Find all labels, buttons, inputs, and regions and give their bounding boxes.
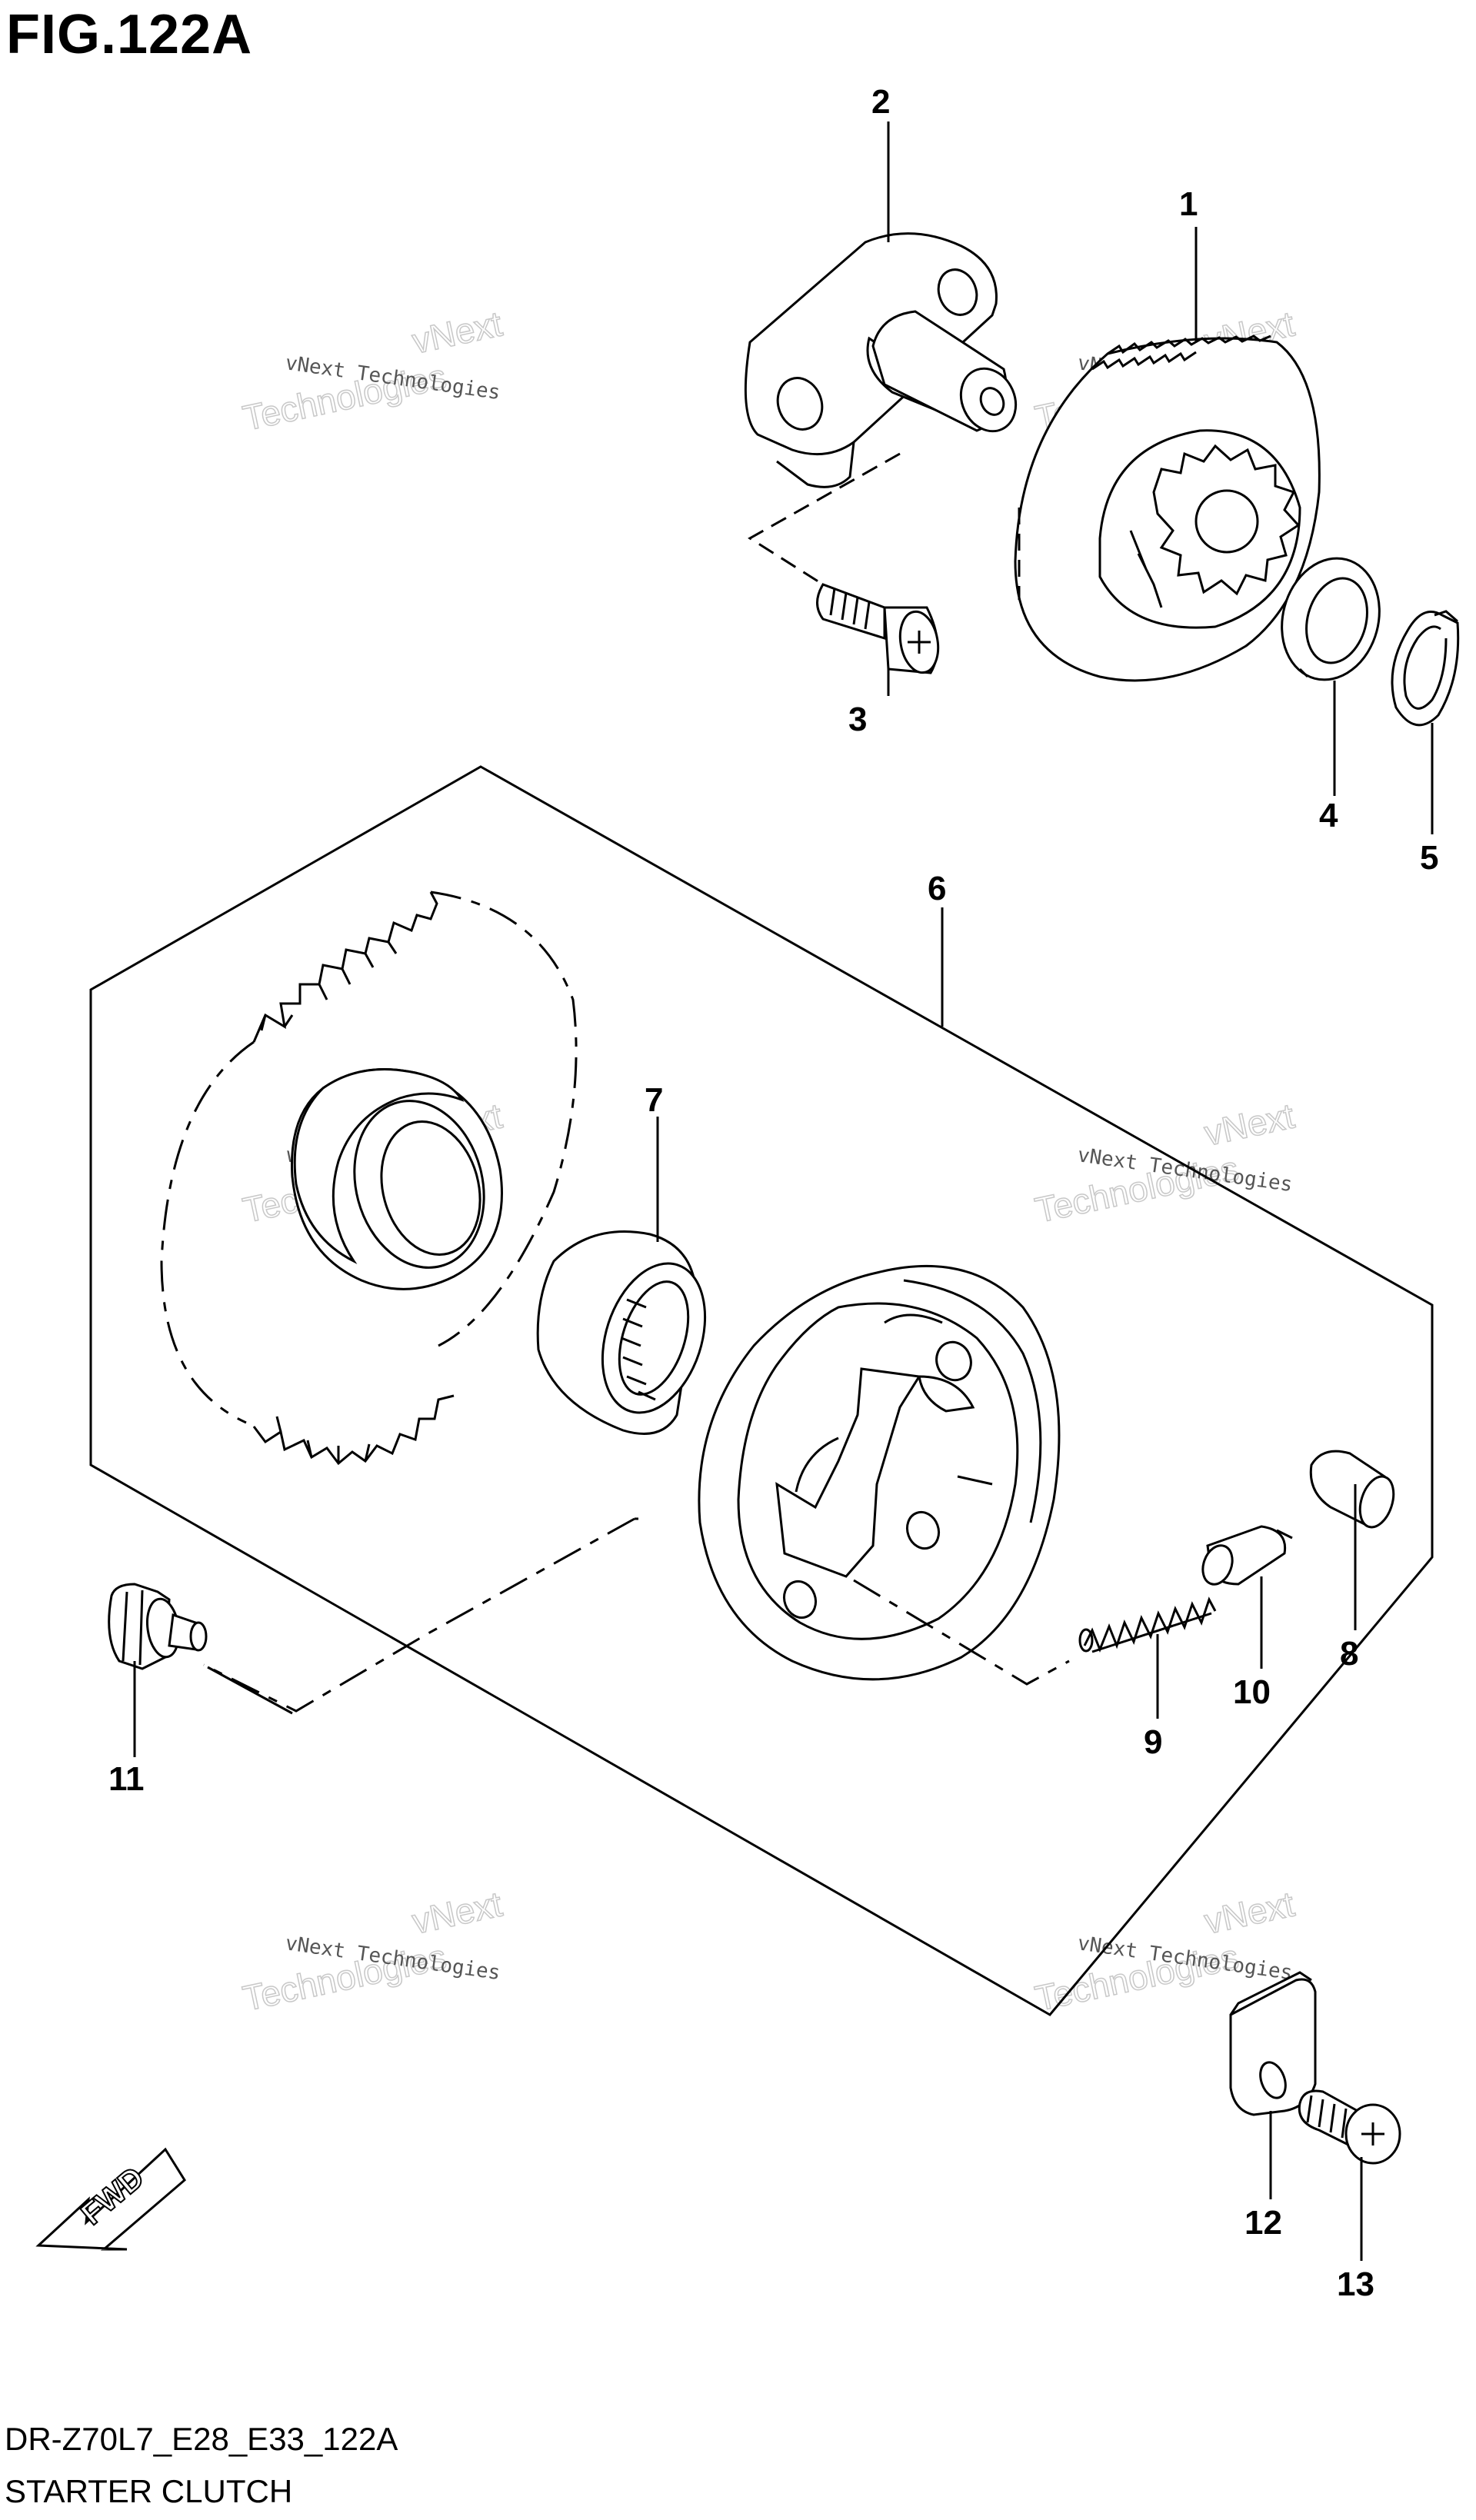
leader-dash-11 bbox=[203, 1517, 635, 1713]
leader-dash-9 bbox=[853, 1579, 1070, 1686]
callout-12[interactable]: 12 bbox=[1244, 2204, 1282, 2242]
callout-labels: 2 1 3 4 5 6 7 8 9 10 11 12 13 bbox=[108, 83, 1438, 2303]
watermark-6: vNext Technologies vNext Technologies bbox=[1031, 1883, 1299, 2019]
watermark-5: vNext Technologies vNext Technologies bbox=[239, 1883, 507, 2019]
figure-caption: STARTER CLUTCH bbox=[5, 2473, 293, 2509]
part-10-plunger[interactable] bbox=[1198, 1525, 1293, 1589]
part-6-starter-clutch-gear[interactable] bbox=[160, 890, 578, 1466]
part-6-collar[interactable] bbox=[291, 1068, 503, 1290]
callout-10[interactable]: 10 bbox=[1233, 1673, 1271, 1711]
svg-text:vNext: vNext bbox=[1201, 1095, 1298, 1153]
figure-code: DR-Z70L7_E28_E33_122A bbox=[5, 2421, 398, 2457]
part-8-roller[interactable] bbox=[1309, 1450, 1399, 1531]
part-11-bolt[interactable] bbox=[108, 1583, 208, 1670]
callout-9[interactable]: 9 bbox=[1144, 1723, 1162, 1761]
callout-6[interactable]: 6 bbox=[928, 870, 946, 907]
callout-leaders bbox=[133, 122, 1434, 2261]
leader-11-tail bbox=[207, 1666, 293, 1715]
part-6-clutch-housing[interactable] bbox=[698, 1264, 1061, 1681]
callout-1[interactable]: 1 bbox=[1179, 185, 1198, 223]
svg-text:vNext: vNext bbox=[1201, 1883, 1298, 1941]
leader-dash-2-3 bbox=[748, 452, 901, 586]
callout-11[interactable]: 11 bbox=[108, 1760, 145, 1798]
fwd-arrow-icon: FWD bbox=[35, 2147, 186, 2251]
part-12-plate[interactable] bbox=[1229, 1971, 1317, 2116]
part-3-screw[interactable] bbox=[816, 583, 943, 676]
watermark-4: vNext Technologies vNext Technologies bbox=[1031, 1095, 1299, 1231]
callout-7[interactable]: 7 bbox=[645, 1081, 663, 1119]
callout-3[interactable]: 3 bbox=[848, 701, 867, 738]
callout-2[interactable]: 2 bbox=[871, 83, 890, 121]
callout-13[interactable]: 13 bbox=[1337, 2265, 1374, 2303]
callout-4[interactable]: 4 bbox=[1319, 797, 1338, 834]
part-1-gear[interactable] bbox=[1014, 335, 1321, 682]
figure-title: FIG.122A bbox=[6, 4, 253, 65]
part-6-assembly-outline bbox=[89, 765, 1434, 2016]
part-5-circlip[interactable] bbox=[1391, 610, 1460, 727]
part-13-screw[interactable] bbox=[1298, 2089, 1401, 2165]
callout-5[interactable]: 5 bbox=[1420, 839, 1438, 877]
part-9-spring[interactable] bbox=[1078, 1596, 1217, 1653]
svg-text:vNext: vNext bbox=[408, 1883, 505, 1941]
part-2-shaft-bracket[interactable] bbox=[744, 232, 1025, 488]
part-7-bearing[interactable] bbox=[536, 1230, 723, 1435]
svg-text:vNext: vNext bbox=[408, 303, 505, 361]
callout-8[interactable]: 8 bbox=[1340, 1635, 1358, 1673]
watermark-1: vNext Technologies vNext Technologies bbox=[239, 303, 507, 439]
part-4-washer[interactable] bbox=[1268, 548, 1392, 691]
